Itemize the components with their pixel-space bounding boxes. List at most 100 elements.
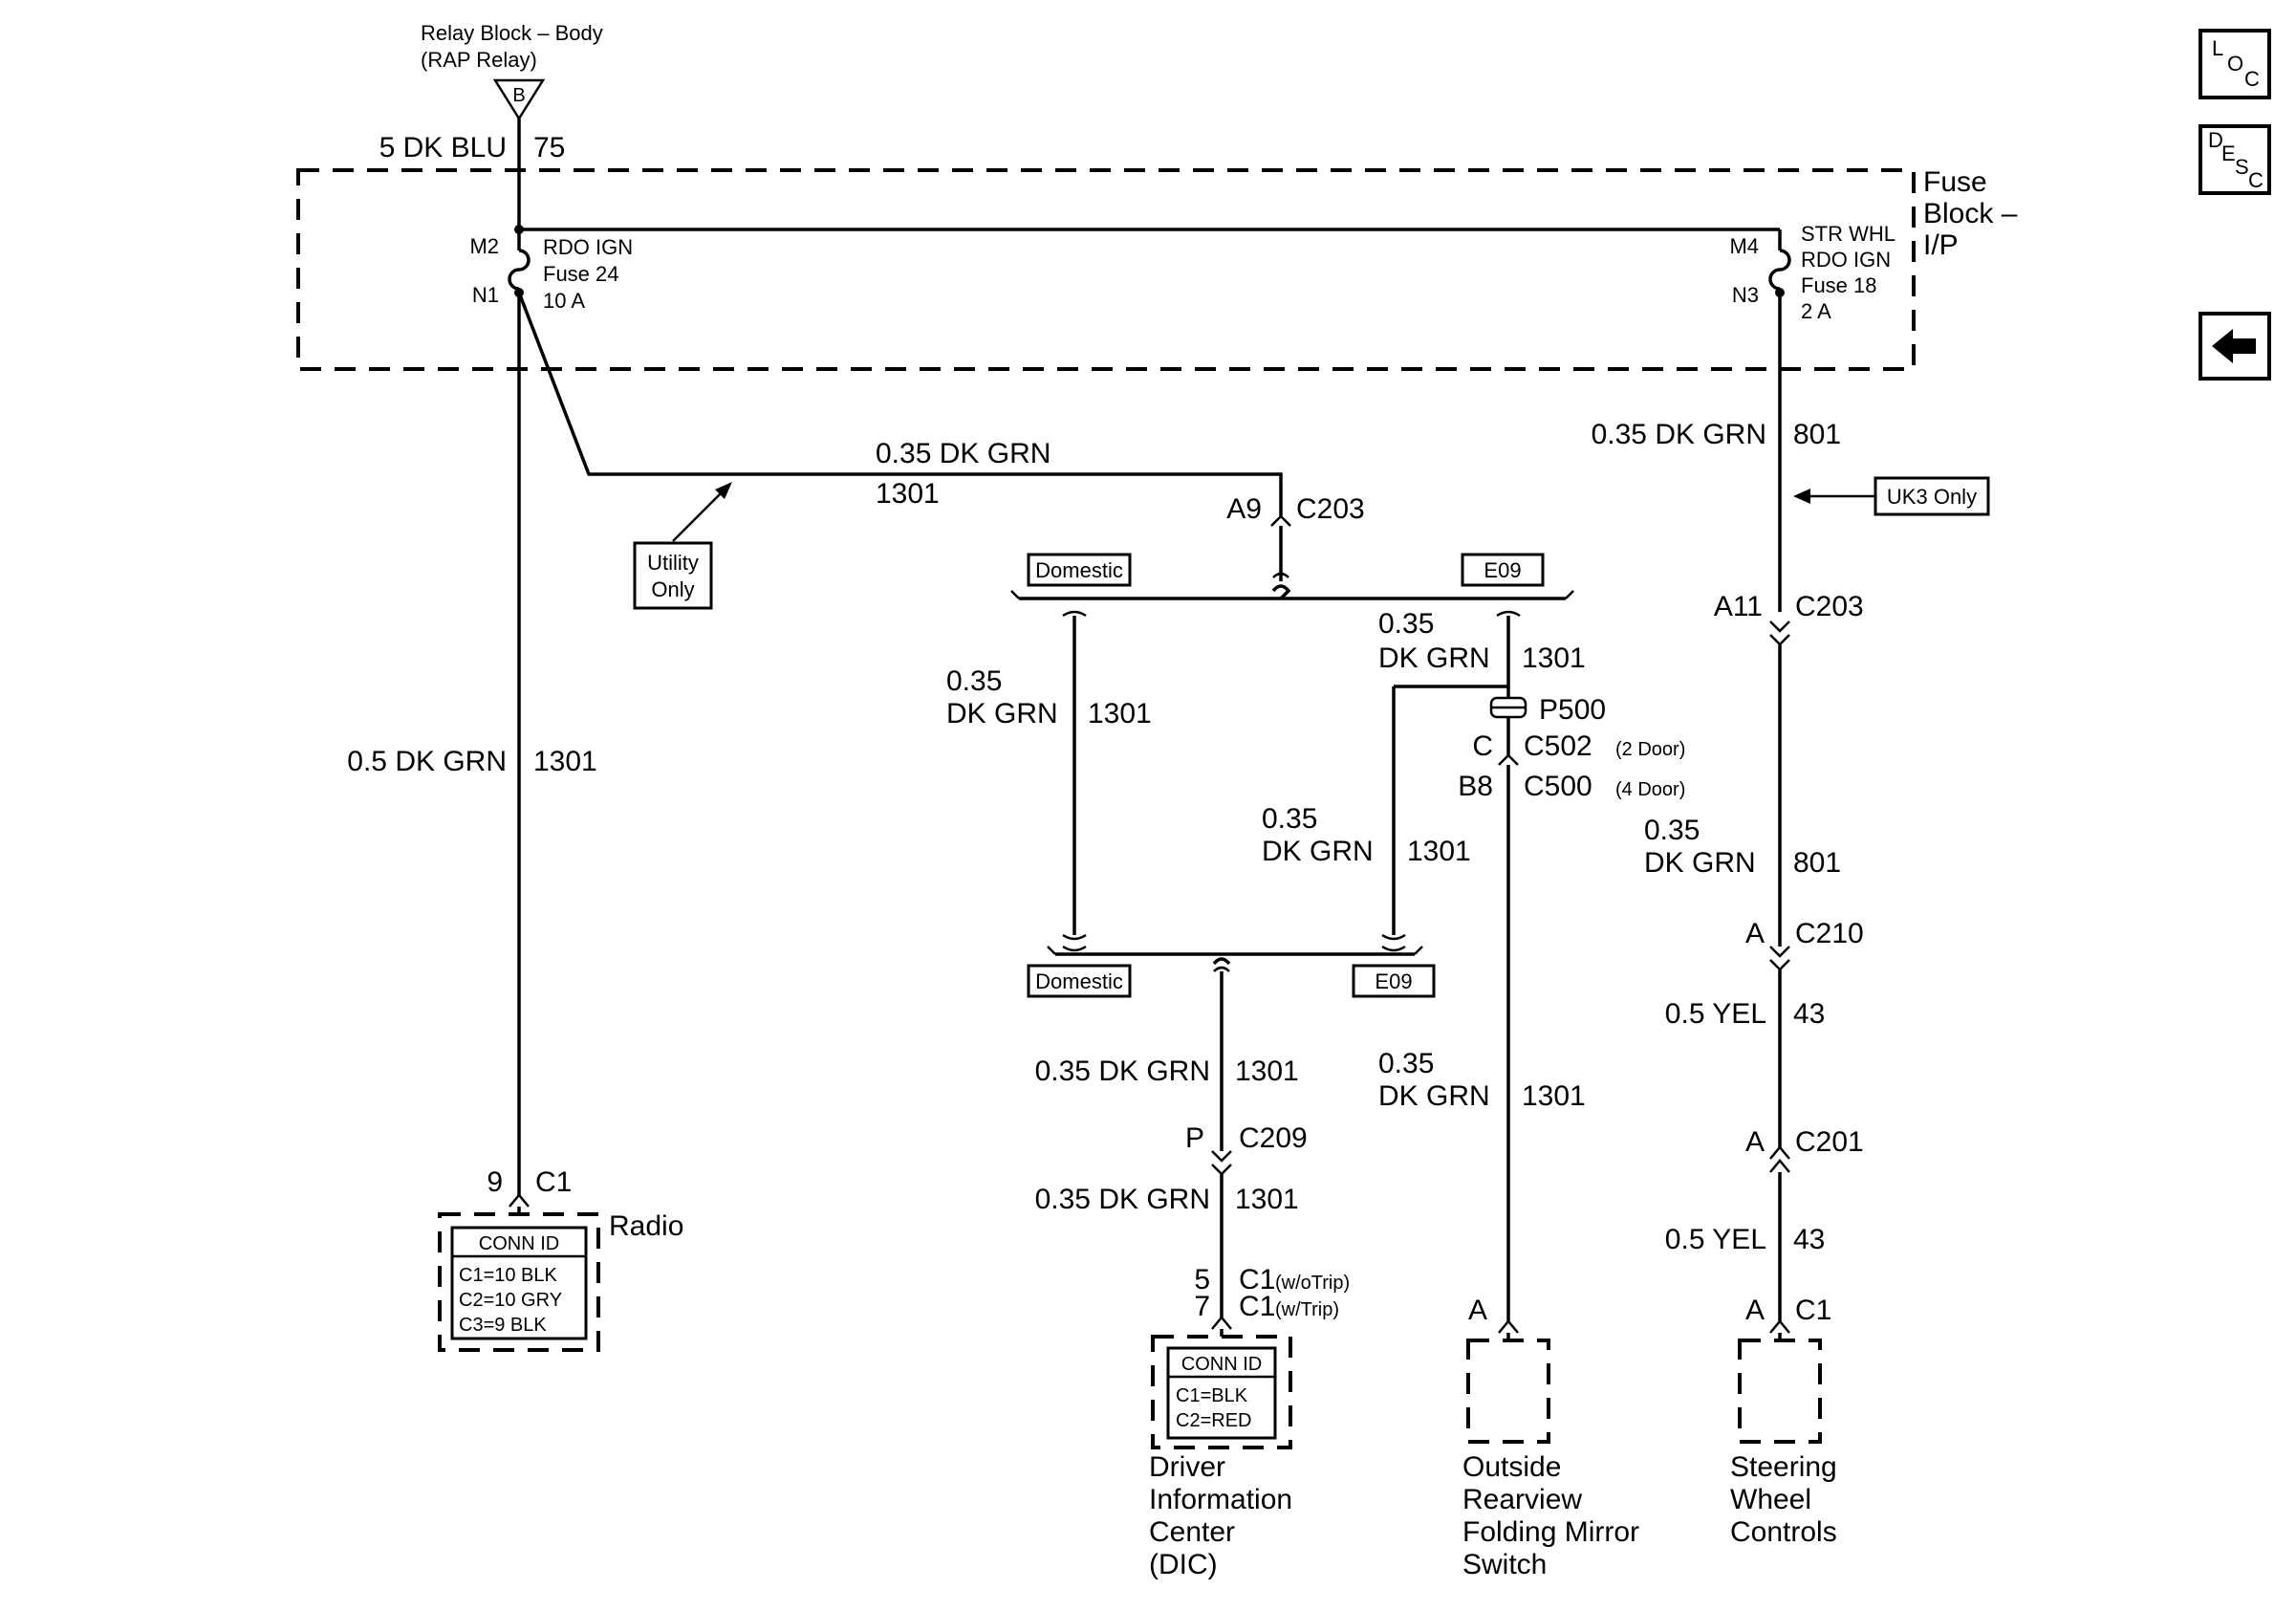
c209-pin: P (1185, 1122, 1204, 1154)
dic-conn-id-title: CONN ID (1181, 1354, 1262, 1375)
domestic-branch-color: DK GRN (946, 698, 1058, 729)
e09-lower-circuit: 1301 (1407, 836, 1471, 867)
radio-conn-id-box (450, 1226, 588, 1340)
dic-c1a-name: C1 (1239, 1264, 1275, 1295)
fuse18-rating: 2 A (1801, 299, 1831, 323)
dic-lower-circuit: 1301 (1235, 1184, 1299, 1215)
fuse-block-label-1: Fuse (1923, 166, 1987, 198)
radio-c1-name: C1 (535, 1166, 572, 1198)
swc-yel2-size-color: 0.5 YEL (1665, 1224, 1766, 1255)
dic-component-boundary (1151, 1335, 1292, 1449)
swc-name-3: Controls (1730, 1516, 1837, 1548)
dic-conn-id-box (1166, 1346, 1277, 1440)
desc-letter-c: C (2248, 168, 2264, 192)
domestic-branch-size: 0.35 (946, 665, 1002, 697)
c203-a9-name: C203 (1296, 493, 1365, 525)
radio-conn-id-3: C3=9 BLK (459, 1315, 547, 1336)
e09-lower-size: 0.35 (1262, 803, 1317, 835)
c201-connector-symbol (1769, 1145, 1790, 1173)
fuse18-name-2: RDO IGN (1801, 248, 1891, 272)
fuse24-rating: 10 A (543, 289, 585, 313)
radio-conn-id-title: CONN ID (479, 1233, 559, 1254)
c210-pin: A (1745, 918, 1765, 949)
arrow-left-icon (2212, 329, 2256, 363)
upper-option-bus-tap (1271, 584, 1291, 600)
e09-upper-top-break (1496, 610, 1521, 618)
c201-pin: A (1745, 1126, 1765, 1158)
desc-letter-e: E (2221, 142, 2236, 165)
mirror-wire-size: 0.35 (1378, 1048, 1434, 1079)
dic-c1a-pin: 5 (1194, 1264, 1210, 1295)
c203-a11-name: C203 (1795, 591, 1864, 622)
radio-name: Radio (609, 1210, 683, 1242)
utility-only-box (633, 541, 713, 610)
mirror-wire-color: DK GRN (1378, 1080, 1490, 1112)
c209-name: C209 (1239, 1122, 1308, 1154)
e09-upper-circuit: 1301 (1522, 642, 1586, 674)
e09-upper-color: DK GRN (1378, 642, 1490, 674)
c502-note: (2 Door) (1615, 739, 1685, 760)
fuse-block-boundary (296, 168, 1916, 371)
c500-note: (4 Door) (1615, 779, 1685, 800)
dic-c1a-note: (w/oTrip) (1275, 1273, 1350, 1294)
c210-name: C210 (1795, 918, 1864, 949)
dic-lower-size-color: 0.35 DK GRN (1035, 1184, 1210, 1215)
fuse24-bottom-pin: N1 (472, 283, 499, 307)
desc-button[interactable]: D E S C (2199, 124, 2271, 195)
fuse18-top-pin: M4 (1729, 234, 1759, 258)
feed-wire-circuit: 75 (533, 132, 565, 163)
back-button[interactable] (2199, 312, 2271, 381)
radio-component-boundary (438, 1212, 600, 1352)
utility-only-line1: Utility (647, 551, 699, 575)
swc-top-size-color: 0.35 DK GRN (1592, 419, 1766, 450)
fuse24-top-pin: M2 (469, 234, 499, 258)
radio-conn-id-1: C1=10 BLK (459, 1265, 558, 1286)
domestic-bottom-label: Domestic (1035, 969, 1123, 993)
fuse24-name: RDO IGN (543, 235, 633, 259)
fuse18-bottom-pin: N3 (1732, 283, 1759, 307)
swc-yel2-circuit: 43 (1793, 1224, 1825, 1255)
mirror-wire-circuit: 1301 (1522, 1080, 1586, 1112)
utility-branch-size-color: 0.35 DK GRN (876, 438, 1051, 469)
c500-name: C500 (1524, 771, 1592, 802)
mirror-pin: A (1468, 1295, 1487, 1326)
radio-c1-connector-symbol (509, 1193, 530, 1208)
dic-name-4: (DIC) (1149, 1549, 1218, 1580)
loc-letter-c: C (2244, 67, 2260, 91)
fuse18-name-1: STR WHL (1801, 222, 1895, 246)
domestic-branch-circuit: 1301 (1088, 698, 1152, 729)
dic-conn-id-2: C2=RED (1176, 1410, 1251, 1431)
loc-button[interactable]: L O C (2199, 29, 2271, 99)
c203-a9-pin: A9 (1226, 493, 1262, 525)
p500-name: P500 (1539, 694, 1606, 726)
domestic-top-label: Domestic (1035, 558, 1123, 582)
dic-name-3: Center (1149, 1516, 1235, 1548)
uk3-only-label: UK3 Only (1887, 485, 1977, 509)
utility-arrow-shaft (672, 487, 727, 542)
swc-name-1: Steering (1730, 1451, 1837, 1483)
mirror-name-3: Folding Mirror (1462, 1516, 1639, 1548)
swc-component-boundary (1738, 1339, 1822, 1444)
dic-upper-size-color: 0.35 DK GRN (1035, 1056, 1210, 1087)
c203-a9-splice-break (1272, 572, 1289, 578)
uk3-arrow-head (1793, 489, 1810, 504)
e09-lower-color: DK GRN (1262, 836, 1374, 867)
e09-top-box (1461, 553, 1545, 587)
c203-a11-connector-symbol (1769, 620, 1790, 646)
swc-yel1-size-color: 0.5 YEL (1665, 998, 1766, 1030)
swc-mid-color: DK GRN (1644, 847, 1756, 879)
e09-bottom-box (1352, 964, 1436, 998)
relay-terminal-symbol (492, 78, 546, 121)
domestic-branch-bottom-break (1062, 933, 1087, 941)
dic-conn-id-1: C1=BLK (1176, 1385, 1248, 1406)
dic-c1-connector-symbol (1211, 1316, 1232, 1330)
dic-name-2: Information (1149, 1484, 1292, 1515)
utility-branch-circuit: 1301 (876, 478, 940, 510)
fuse18-symbol (1768, 249, 1791, 291)
feed-wire-size-color: 5 DK BLU (379, 132, 507, 163)
utility-only-line2: Only (651, 577, 694, 601)
upper-option-bus-ends (1010, 590, 1574, 599)
mirror-name-1: Outside (1462, 1451, 1561, 1483)
dic-bus-tap (1212, 957, 1231, 966)
swc-name-2: Wheel (1730, 1484, 1811, 1515)
